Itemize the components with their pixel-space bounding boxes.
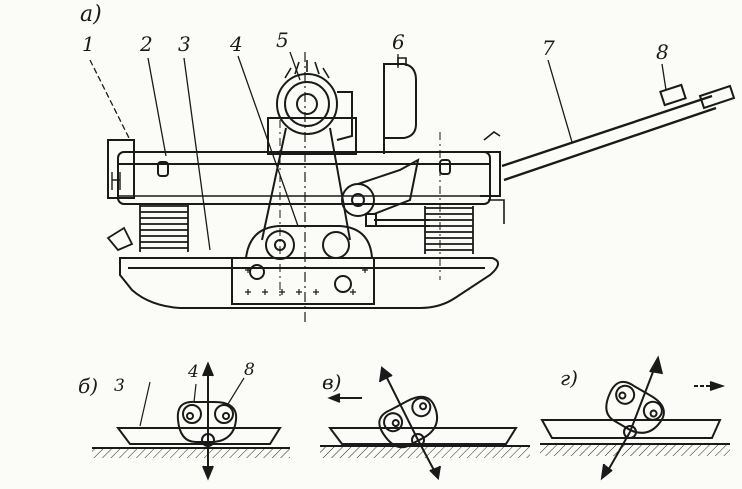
panel-label-a: а) bbox=[80, 2, 102, 27]
engine-pulley bbox=[276, 73, 338, 135]
frame-slot-1 bbox=[157, 161, 169, 177]
drive-belt-left bbox=[261, 127, 287, 241]
panel-b-plate bbox=[116, 427, 282, 445]
frame-slot-2 bbox=[439, 159, 451, 175]
engine-side bbox=[336, 91, 353, 141]
panel-g-eccentric bbox=[605, 380, 665, 434]
handle-lever bbox=[659, 83, 687, 107]
panel-b-eccentric bbox=[176, 400, 238, 447]
exciter-right-wheel bbox=[322, 231, 350, 259]
base-bolt-left bbox=[249, 264, 265, 280]
callout-1: 1 bbox=[82, 32, 95, 56]
upper-frame bbox=[117, 151, 491, 205]
panel-label-b: б) bbox=[78, 374, 99, 398]
drive-belt-right bbox=[329, 127, 351, 241]
base-bolt-right bbox=[334, 275, 352, 293]
callout-2: 2 bbox=[140, 32, 153, 56]
fuel-tank bbox=[383, 63, 417, 139]
base-plate bbox=[119, 257, 499, 309]
callout-4: 4 bbox=[230, 32, 243, 56]
frame-bracket-left-detail bbox=[111, 172, 121, 190]
panel-label-g: г) bbox=[560, 366, 578, 390]
engine-base bbox=[267, 117, 357, 155]
callout-5: 5 bbox=[276, 28, 289, 52]
panel-crosses bbox=[245, 267, 368, 295]
spring-left bbox=[139, 204, 189, 252]
engine-fins bbox=[284, 60, 330, 79]
callout-3: 3 bbox=[178, 32, 191, 56]
panel-b-callout-4: 4 bbox=[188, 362, 199, 382]
callout-7: 7 bbox=[542, 36, 555, 60]
panel-a-drawing bbox=[89, 51, 736, 322]
callout-6: 6 bbox=[392, 30, 405, 54]
panel-v-plate bbox=[328, 427, 518, 445]
panel-b-callout-3: 3 bbox=[114, 376, 125, 396]
panel-v-eccentric bbox=[378, 395, 439, 449]
tension-arm bbox=[357, 158, 420, 215]
panels-bcd-drawings bbox=[92, 355, 730, 481]
tow-hook bbox=[106, 226, 134, 252]
panel-label-v: в) bbox=[322, 370, 342, 394]
base-front-panel bbox=[231, 257, 375, 305]
exciter-housing bbox=[245, 225, 373, 259]
tension-pulley bbox=[341, 183, 375, 217]
panel-v-drawing bbox=[320, 366, 530, 481]
panel-b-callout-8: 8 bbox=[244, 360, 255, 380]
panel-b-drawing bbox=[92, 361, 290, 481]
panel-g-drawing bbox=[540, 355, 730, 481]
frame-bracket-left bbox=[107, 139, 135, 199]
callout-leaders bbox=[89, 51, 667, 251]
callout-8: 8 bbox=[656, 40, 669, 64]
handle-grip bbox=[698, 84, 736, 110]
spring-right bbox=[424, 206, 474, 254]
control-handle bbox=[480, 83, 736, 224]
